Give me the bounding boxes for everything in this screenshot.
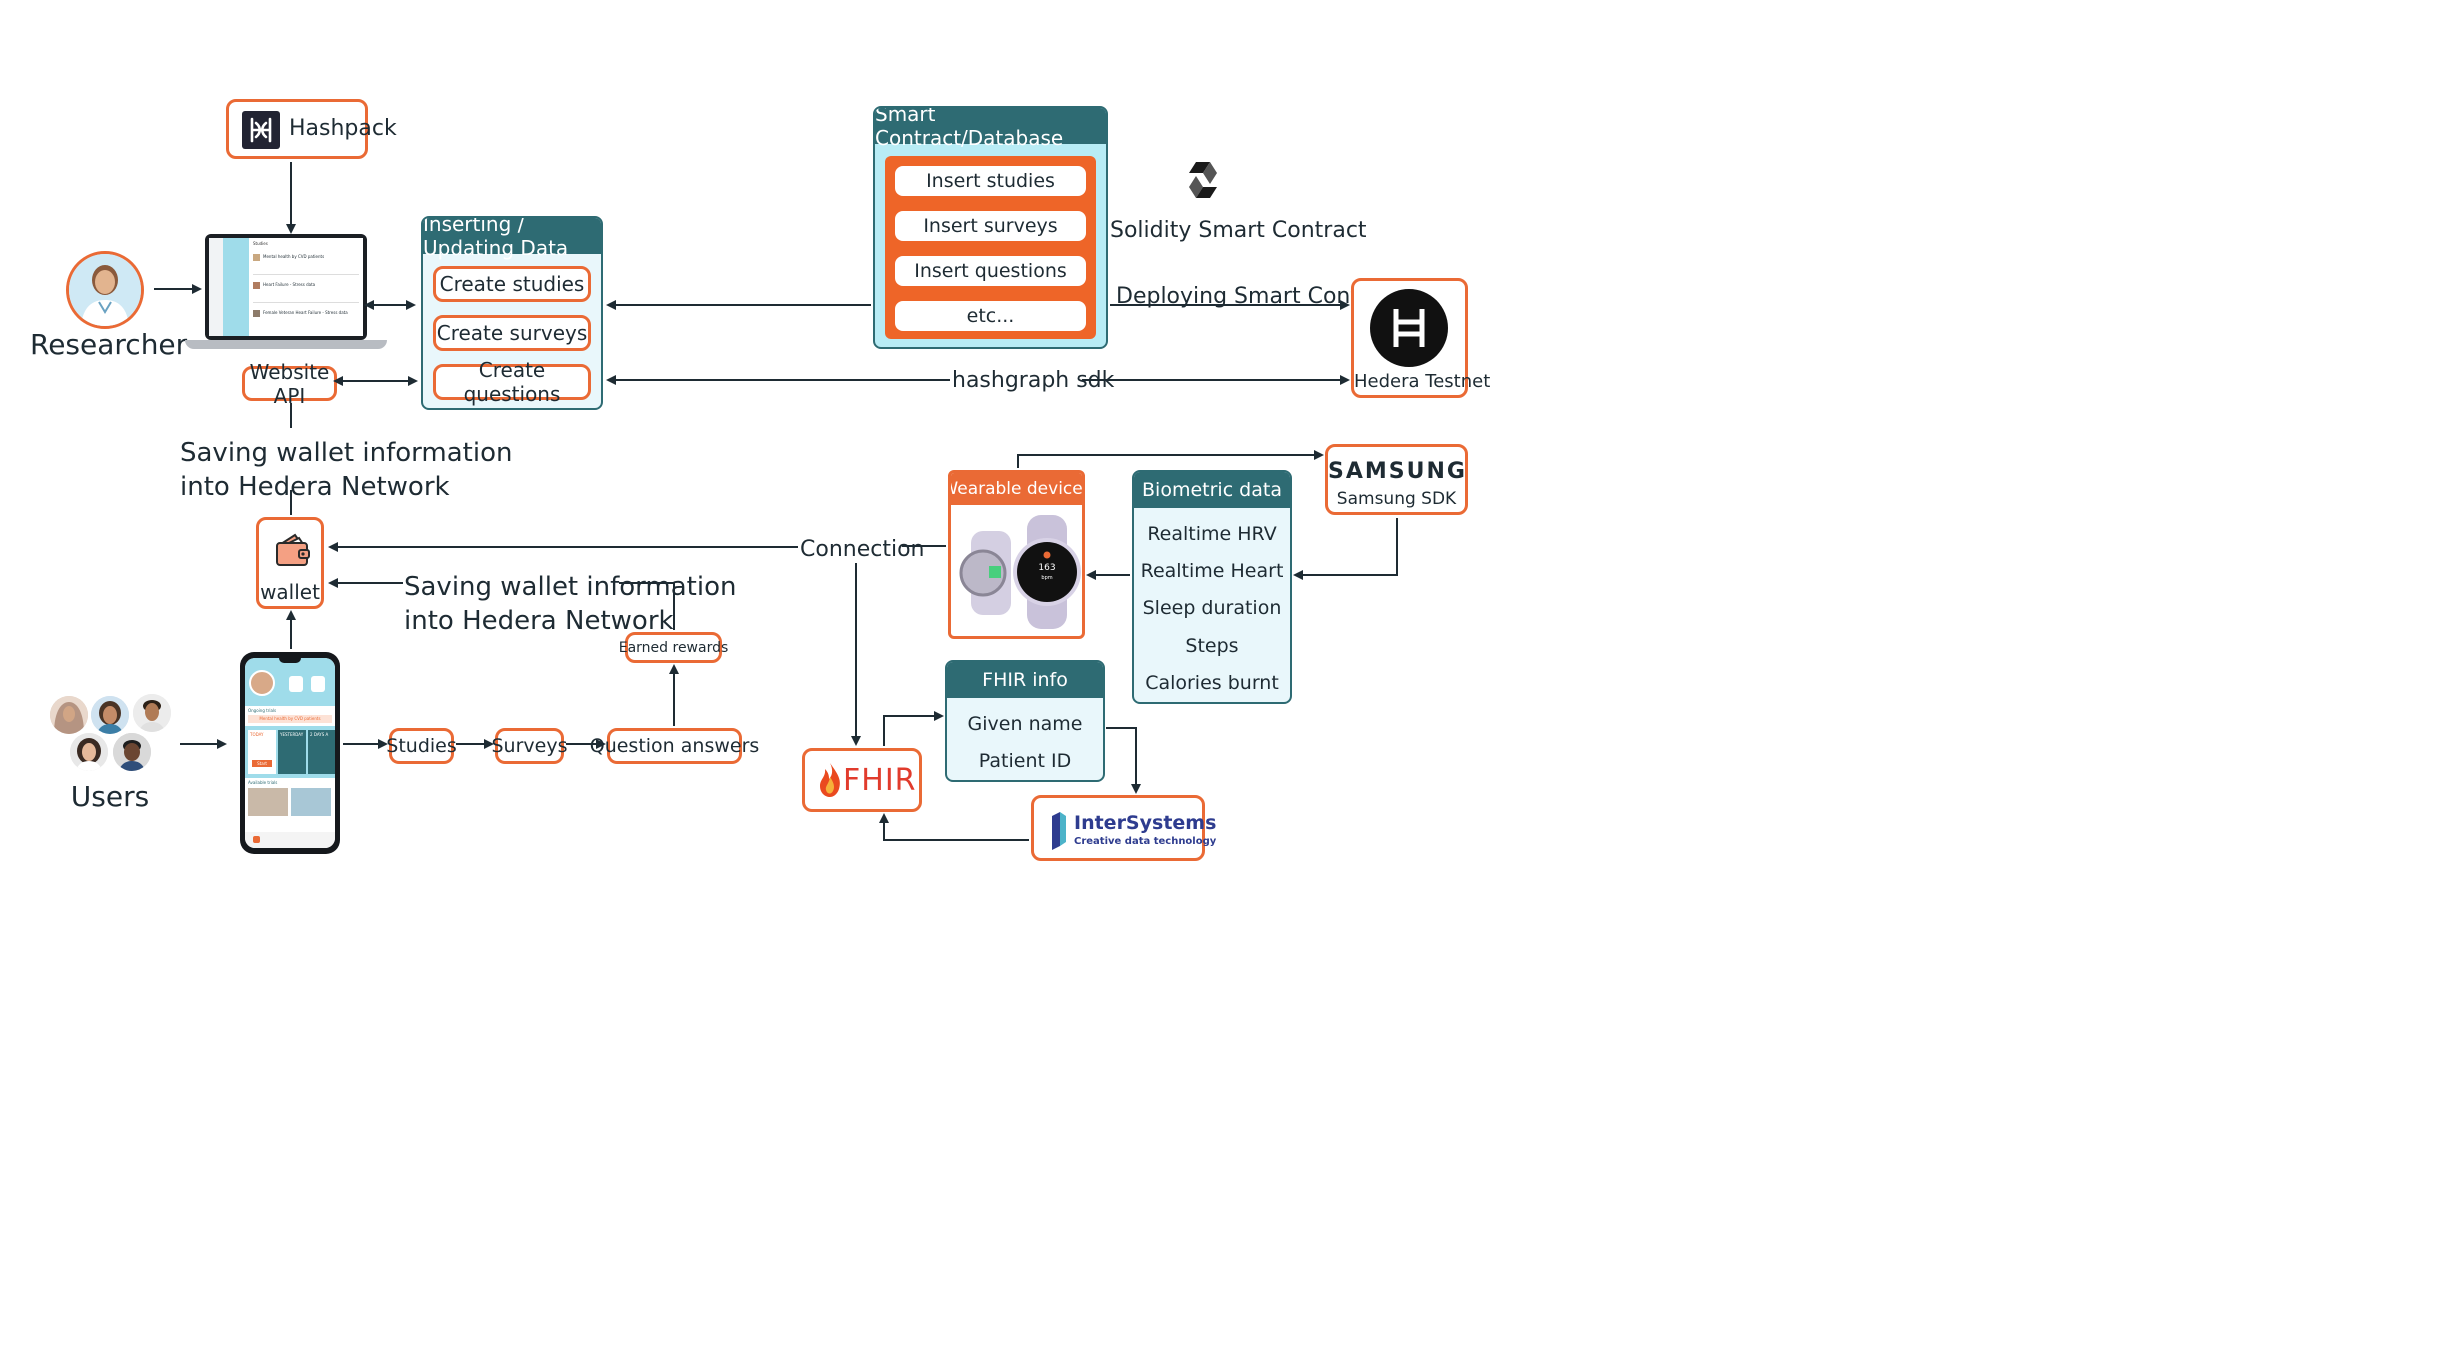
studies-step: Studies [386, 728, 457, 764]
samsung-sdk-label: Samsung SDK [1336, 489, 1457, 509]
samsung-box: SAMSUNG Samsung SDK [1325, 444, 1468, 515]
fhir-info-panel: FHIR info Given name Patient ID [945, 660, 1105, 782]
phone-card: 2 DAYS A [308, 730, 335, 774]
create-surveys-button: Create surveys [433, 315, 591, 351]
insert-surveys-item: Insert surveys [895, 211, 1086, 241]
fhir-info-item: Given name [967, 713, 1083, 735]
wallet-label: wallet [260, 580, 320, 604]
phone-screen: Ongoing trials Mental health by CVD pati… [245, 658, 335, 848]
intersystems-box: InterSystems Creative data technology [1031, 795, 1216, 861]
hedera-label: Hedera Testnet [1354, 371, 1491, 392]
connector [1293, 518, 1398, 580]
question-answers-step: Question answers [590, 728, 759, 764]
watch-value: 163 [1038, 563, 1056, 573]
connector [1017, 450, 1324, 468]
wallet-box: wallet [256, 517, 324, 609]
laptop-screen: Studies Mental health by CVD patients He… [209, 238, 363, 336]
user-avatar-1 [50, 696, 88, 734]
phone-card: TODAY Start [248, 730, 276, 774]
phone-card-label: TODAY [250, 732, 264, 737]
etc-item: etc... [895, 301, 1086, 331]
smartwatch-image: 163 bpm [957, 511, 1081, 633]
fhir-info-item: Patient ID [978, 750, 1072, 772]
biometric-item: Calories burnt [1145, 672, 1279, 694]
phone-device: Ongoing trials Mental health by CVD pati… [240, 652, 340, 854]
phone-banner: Mental health by CVD patients [248, 715, 332, 723]
phone-ongoing-label: Ongoing trials [248, 708, 277, 713]
laptop-row: Mental health by CVD patients [263, 254, 325, 259]
connector [619, 582, 675, 630]
hedera-box: Hedera Testnet [1351, 278, 1491, 398]
laptop-device: Studies Mental health by CVD patients He… [185, 234, 387, 350]
fhir-box: FHIR [802, 748, 922, 812]
surveys-step: Surveys [492, 728, 568, 764]
biometric-item: Steps [1185, 635, 1239, 657]
insert-questions-item: Insert questions [895, 256, 1086, 286]
intersystems-logo-icon [1050, 812, 1068, 850]
phone-available-label: Available trials [248, 780, 278, 785]
solidity-logo-icon [1188, 160, 1218, 200]
watch-unit: bpm [1041, 575, 1053, 581]
biometric-title: Biometric data [1134, 472, 1290, 508]
laptop-row: Female Veteran Heart Failure - Stress da… [263, 310, 348, 315]
hashpack-logo-icon [242, 111, 280, 149]
laptop-screen-header: Studies [253, 241, 268, 246]
biometric-item: Realtime HRV [1147, 523, 1277, 545]
researcher-avatar [66, 251, 144, 329]
samsung-brand: SAMSUNG [1328, 459, 1467, 484]
wearable-panel: Wearable devices 163 bpm [948, 470, 1085, 639]
researcher-label: Researcher [30, 328, 188, 361]
hashpack-label: Hashpack [289, 116, 397, 141]
insert-studies-item: Insert studies [895, 166, 1086, 196]
user-avatar-4 [70, 733, 108, 771]
smart-contract-inner: Insert studies Insert surveys Insert que… [885, 156, 1096, 339]
connector [1106, 727, 1141, 794]
earned-rewards-step: Earned rewards [619, 632, 728, 663]
intersystems-tagline: Creative data technology [1074, 836, 1217, 847]
fhir-info-title: FHIR info [947, 662, 1103, 698]
phone-start-button[interactable]: Start [252, 760, 272, 767]
wearable-title: Wearable devices [951, 473, 1082, 505]
intersystems-name: InterSystems [1074, 812, 1217, 834]
wallet-icon [273, 530, 313, 570]
users-label: Users [70, 780, 150, 813]
smart-contract-panel: Smart Contract/Database Insert studies I… [873, 106, 1108, 349]
biometric-item: Sleep duration [1142, 597, 1282, 619]
connector [879, 813, 1029, 841]
user-avatar-5 [113, 733, 151, 771]
create-studies-button: Create studies [433, 266, 591, 302]
fhir-flame-icon [817, 761, 843, 799]
user-avatar-2 [91, 696, 129, 734]
biometric-item: Realtime Heart [1140, 560, 1284, 582]
hashpack-box: Hashpack [226, 99, 397, 159]
user-avatar-3 [133, 694, 171, 732]
biometric-panel: Biometric data Realtime HRV Realtime Hea… [1132, 470, 1292, 704]
inserting-panel: Inserting / Updating Data Create studies… [421, 216, 603, 410]
hedera-logo-icon [1370, 289, 1448, 367]
phone-card: YESTERDAY [278, 730, 306, 774]
phone-card-label: YESTERDAY [280, 732, 304, 737]
laptop-row: Heart Failure - Stress data [263, 282, 316, 287]
fhir-label: FHIR [843, 763, 917, 798]
phone-card-label: 2 DAYS A [310, 732, 329, 737]
connector [883, 711, 944, 746]
